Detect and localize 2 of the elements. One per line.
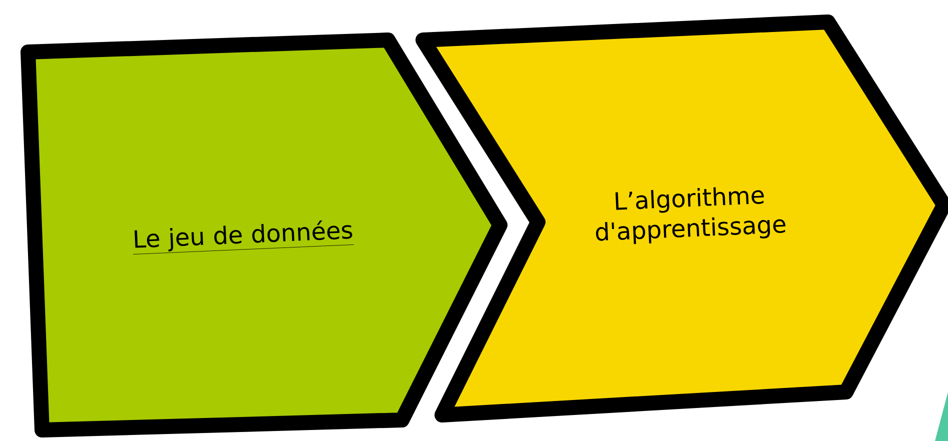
chevron-box: L’algorithme d'apprentissage <box>416 14 948 422</box>
chevron-box: Le jeu de données <box>20 32 508 438</box>
